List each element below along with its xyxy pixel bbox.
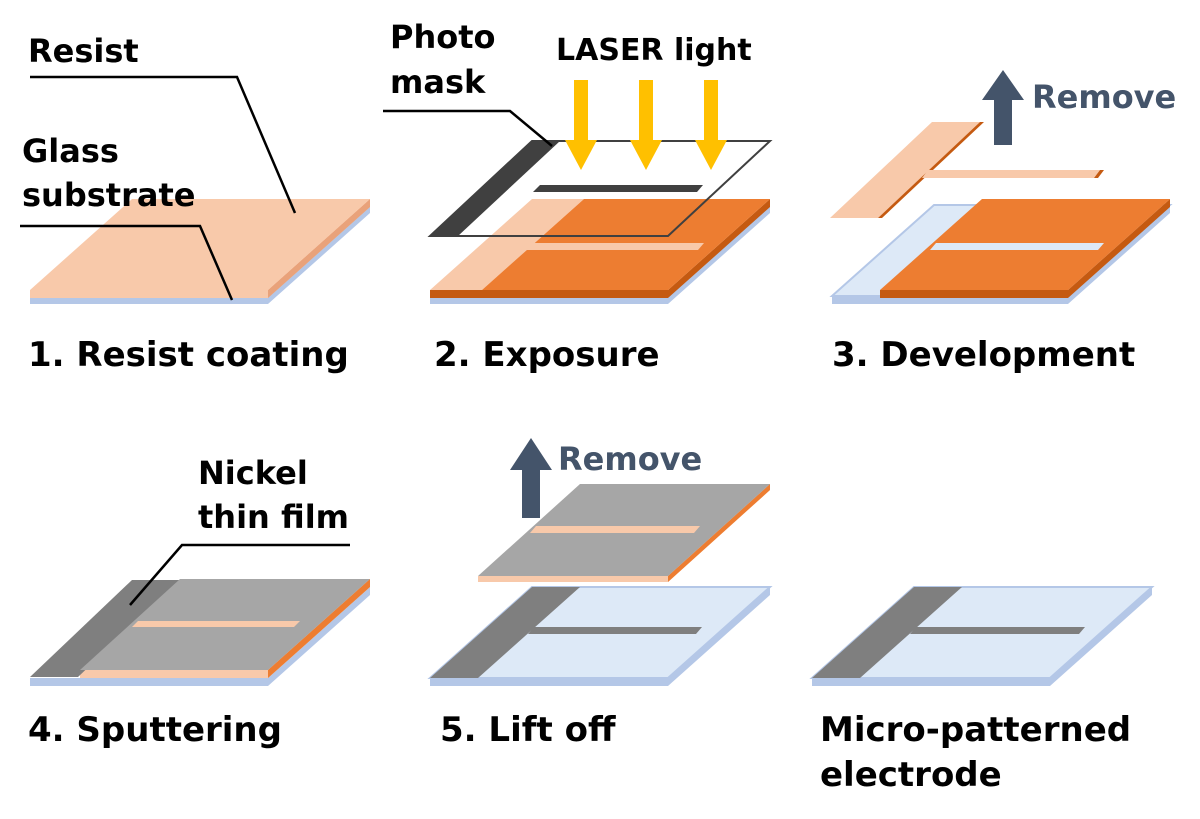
final-label-line1: Micro-patterned xyxy=(820,710,1131,750)
resist-visible-line xyxy=(132,621,300,627)
nickel-leader-line xyxy=(129,543,350,606)
resist-layer-top xyxy=(30,199,370,290)
photo-mask-dark-band xyxy=(430,141,560,236)
photo-mask-label-line1: Photo xyxy=(390,18,496,56)
electrode-pad xyxy=(430,587,580,678)
step-label-1: 1. Resist coating xyxy=(28,335,349,375)
unexposed-resist xyxy=(430,199,584,290)
lifted-layer-side xyxy=(668,484,770,582)
glass-label-line1: Glass xyxy=(22,132,119,170)
laser-arrow-icon xyxy=(565,80,727,170)
electrode-finger xyxy=(910,627,1085,634)
nickel-label-line1: Nickel xyxy=(198,454,308,492)
panel-resist-coating xyxy=(20,75,370,304)
resist-label: Resist xyxy=(28,32,139,70)
step-label-3: 3. Development xyxy=(832,335,1135,375)
remove-label-bottom: Remove xyxy=(558,440,702,478)
resist-leader-line xyxy=(30,75,297,214)
nickel-label-line2: thin film xyxy=(198,498,349,536)
nickel-on-resist-side xyxy=(268,579,370,678)
panel-micro-patterned-electrode xyxy=(809,586,1155,686)
resist-side-edge xyxy=(268,199,370,298)
photo-mask-frame xyxy=(427,140,773,237)
step-label-5: 5. Lift off xyxy=(440,710,616,750)
photo-mask-leader-line xyxy=(383,109,553,147)
remove-arrow-icon xyxy=(510,438,552,518)
glass-leader-line xyxy=(20,224,234,301)
panel-development xyxy=(829,70,1173,304)
electrode-finger xyxy=(528,627,702,634)
final-label-line2: electrode xyxy=(820,755,1002,795)
removed-resist-strip xyxy=(830,122,980,218)
removed-resist-line xyxy=(922,170,1100,178)
removed-resist-line-edge xyxy=(1094,170,1104,178)
unexposed-gap-line xyxy=(521,243,704,250)
panel-exposure xyxy=(383,80,773,304)
photo-mask-dark-line xyxy=(533,185,703,192)
lifted-resist-line xyxy=(530,526,700,533)
developed-gap-line xyxy=(930,243,1104,250)
remove-label-top: Remove xyxy=(1032,78,1176,116)
step-label-4: 4. Sputtering xyxy=(28,710,282,750)
photo-mask-label-line2: mask xyxy=(390,63,486,101)
remove-arrow-icon xyxy=(982,70,1024,145)
laser-label: LASER light xyxy=(556,33,752,68)
panel-sputtering xyxy=(30,543,370,686)
step-label-2: 2. Exposure xyxy=(434,335,660,375)
electrode-pad xyxy=(812,587,962,678)
panel-lift-off xyxy=(427,438,773,686)
nickel-on-glass xyxy=(30,580,180,677)
glass-label-line2: substrate xyxy=(22,176,195,214)
